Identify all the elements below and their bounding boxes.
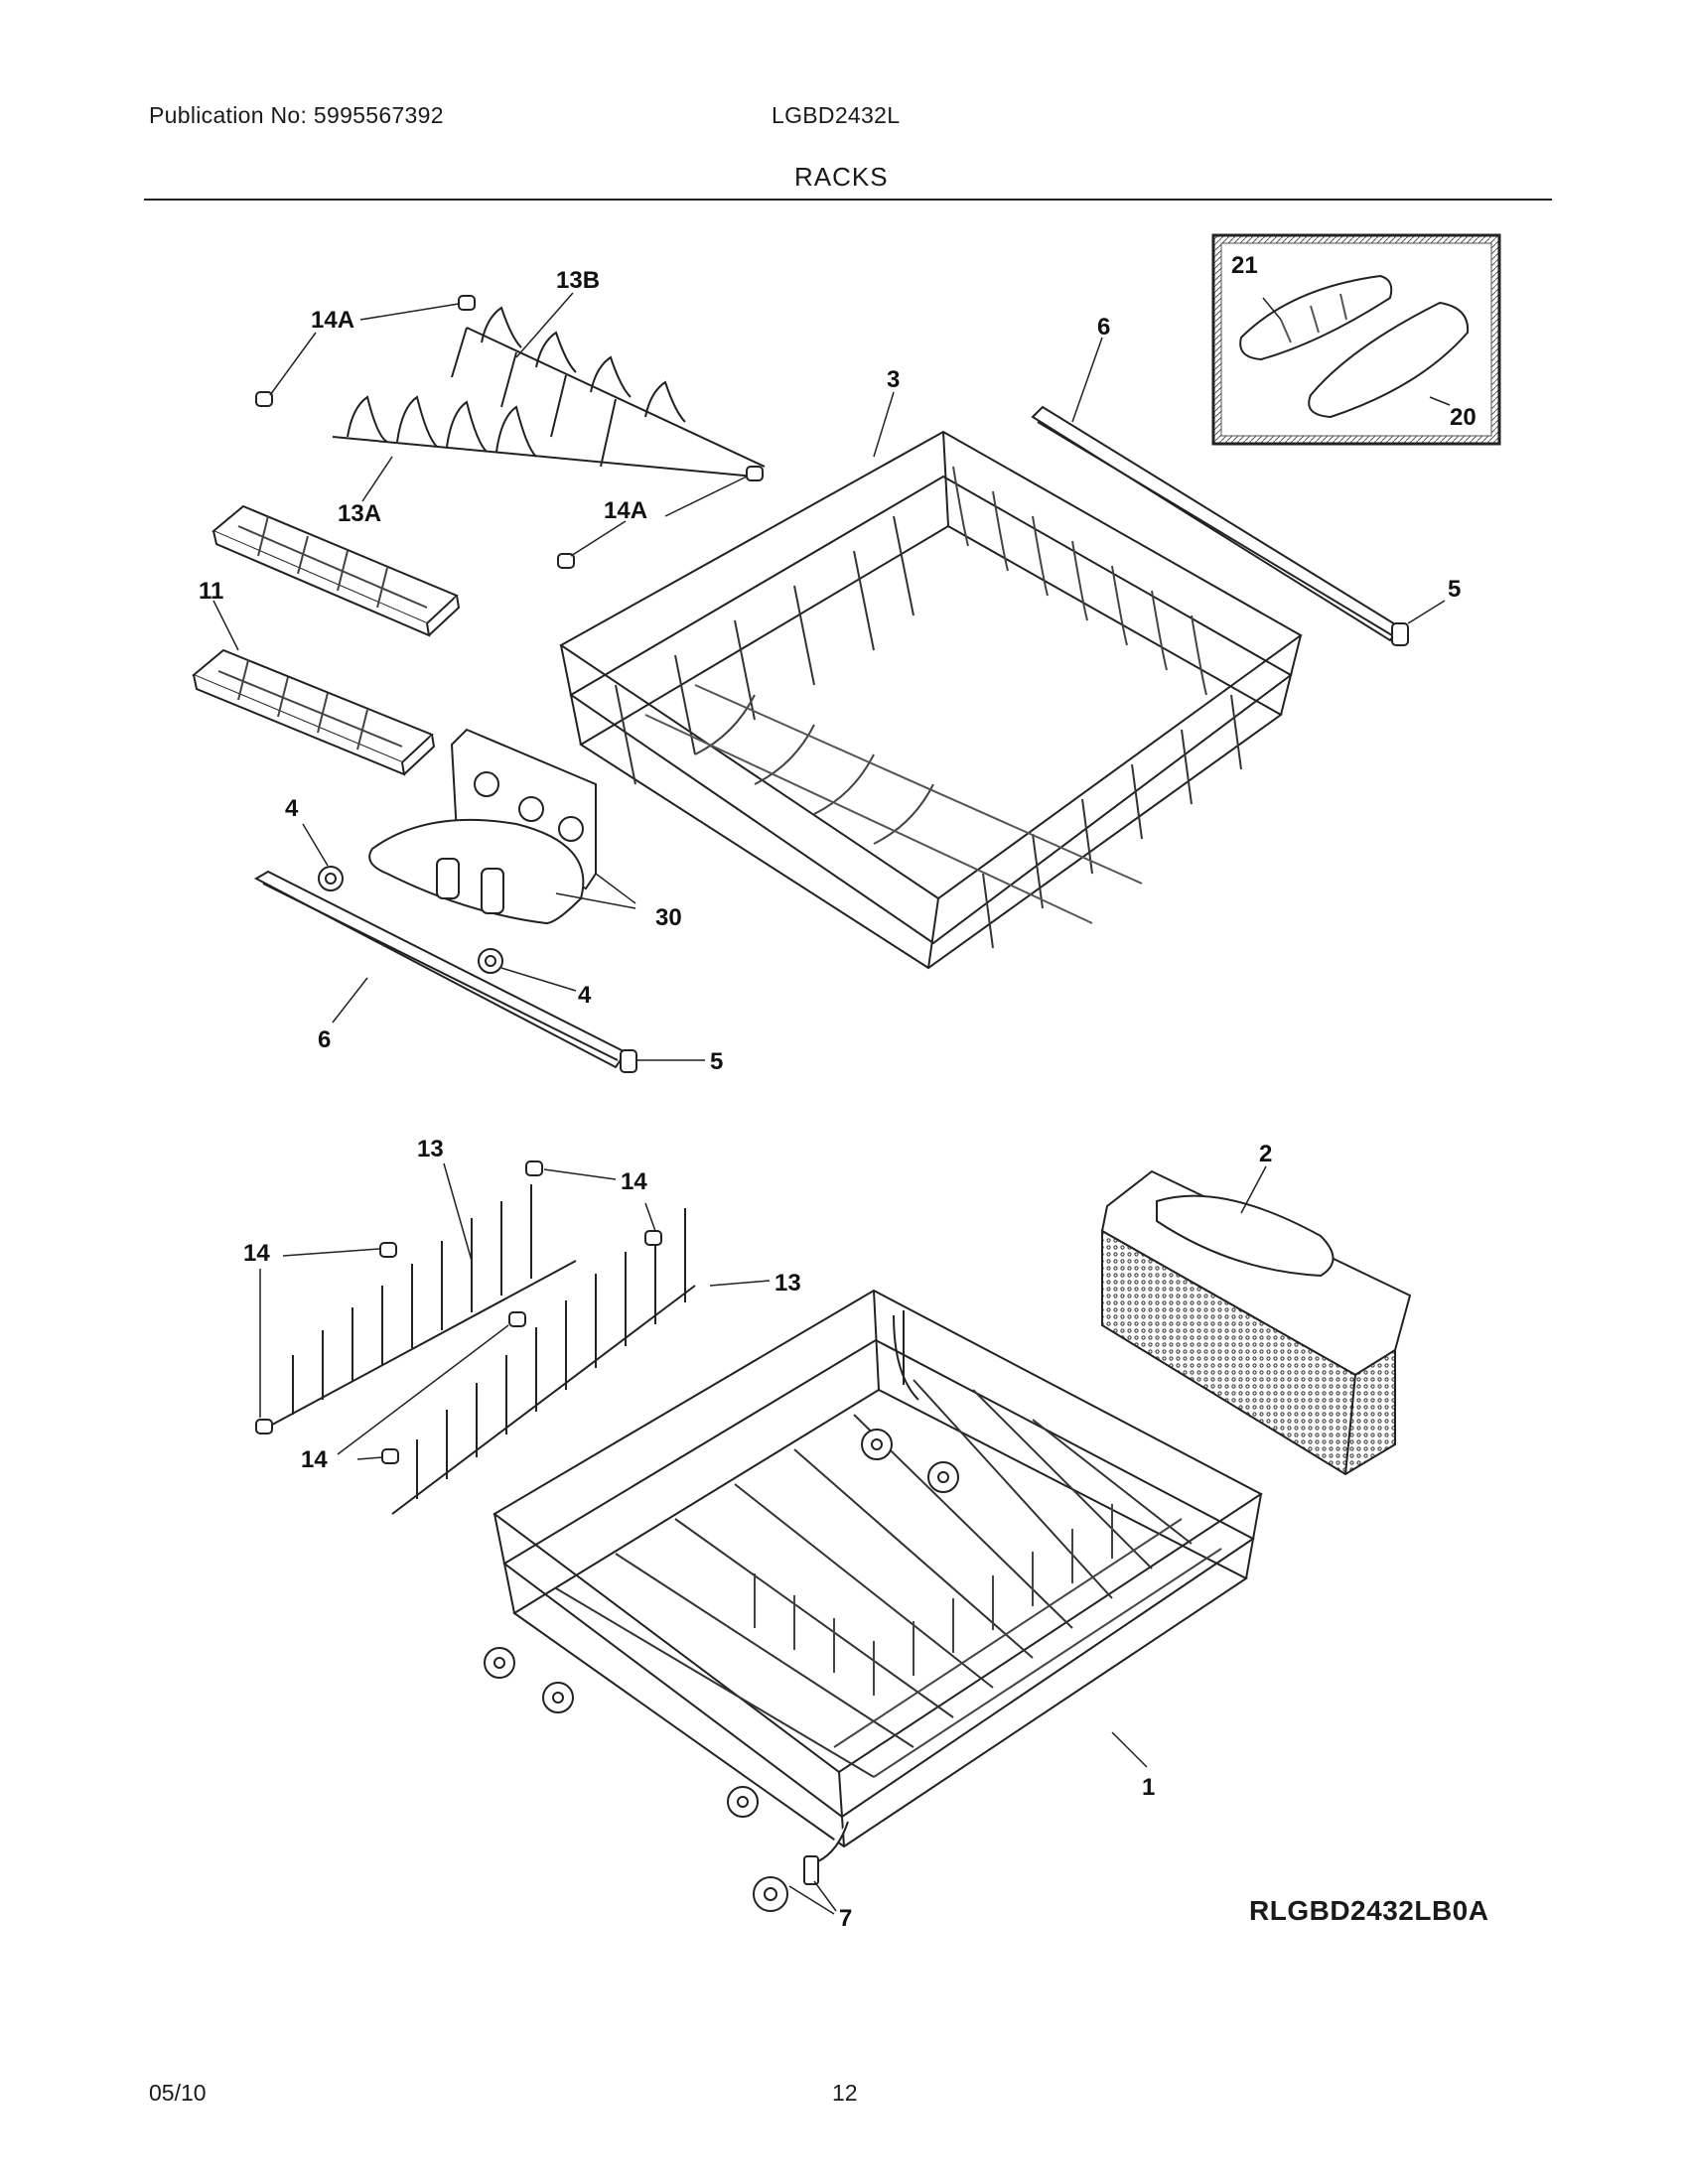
inset-box: 21 20 [1211, 233, 1501, 446]
bracket-part-30 [368, 728, 597, 925]
rail-part-6-left [253, 870, 637, 1073]
callout-14A-top: 14A [311, 307, 354, 334]
section-title: RACKS [794, 162, 889, 192]
callout-3: 3 [887, 366, 900, 393]
callout-6-right: 6 [1097, 314, 1110, 341]
model-number: LGBD2432L [772, 102, 901, 128]
rail-part-6-right [1031, 405, 1409, 646]
lower-rack-part-1 [492, 1289, 1263, 1848]
callout-13A: 13A [338, 500, 381, 527]
clip-14-set [255, 1160, 662, 1464]
footer-date: 05/10 [149, 2080, 207, 2106]
callout-4-upper: 4 [285, 795, 299, 822]
handle-part-20 [1308, 301, 1470, 419]
upper-tine-rows [332, 306, 766, 478]
wheel-axle-part-7 [753, 1821, 849, 1912]
callout-13-top: 13 [417, 1136, 444, 1162]
publication-number: Publication No: 5995567392 [149, 102, 444, 128]
callout-14-left: 14 [243, 1240, 270, 1267]
callout-14A-lower: 14A [604, 497, 647, 524]
clip-14A-set [255, 295, 764, 569]
basket-part-2 [1100, 1169, 1412, 1476]
callout-11: 11 [199, 578, 223, 605]
callout-14-top: 14 [621, 1168, 647, 1195]
lower-tine-rows [262, 1184, 696, 1515]
callout-21: 21 [1231, 252, 1258, 279]
insert-part-11 [192, 504, 461, 776]
header-rule [144, 199, 1552, 201]
callout-13B: 13B [556, 267, 600, 294]
page-number: 12 [832, 2080, 858, 2106]
callout-4-lower: 4 [578, 982, 592, 1009]
diagram-code: RLGBD2432LB0A [1249, 1895, 1489, 1926]
callout-5-left: 5 [710, 1048, 723, 1075]
wheel-set [484, 1429, 959, 1818]
upper-rack-part-3 [559, 430, 1303, 970]
callout-2: 2 [1259, 1141, 1272, 1167]
callout-30: 30 [655, 904, 682, 931]
callout-1: 1 [1142, 1774, 1155, 1801]
callout-13-right: 13 [774, 1270, 801, 1297]
callout-7: 7 [839, 1905, 852, 1932]
callout-6-left: 6 [318, 1026, 331, 1053]
callout-20: 20 [1450, 404, 1477, 431]
handle-part-21 [1239, 274, 1393, 361]
wheel-part-4 [318, 866, 503, 974]
callout-14-bottom: 14 [301, 1446, 328, 1473]
callout-5-right: 5 [1448, 576, 1461, 603]
